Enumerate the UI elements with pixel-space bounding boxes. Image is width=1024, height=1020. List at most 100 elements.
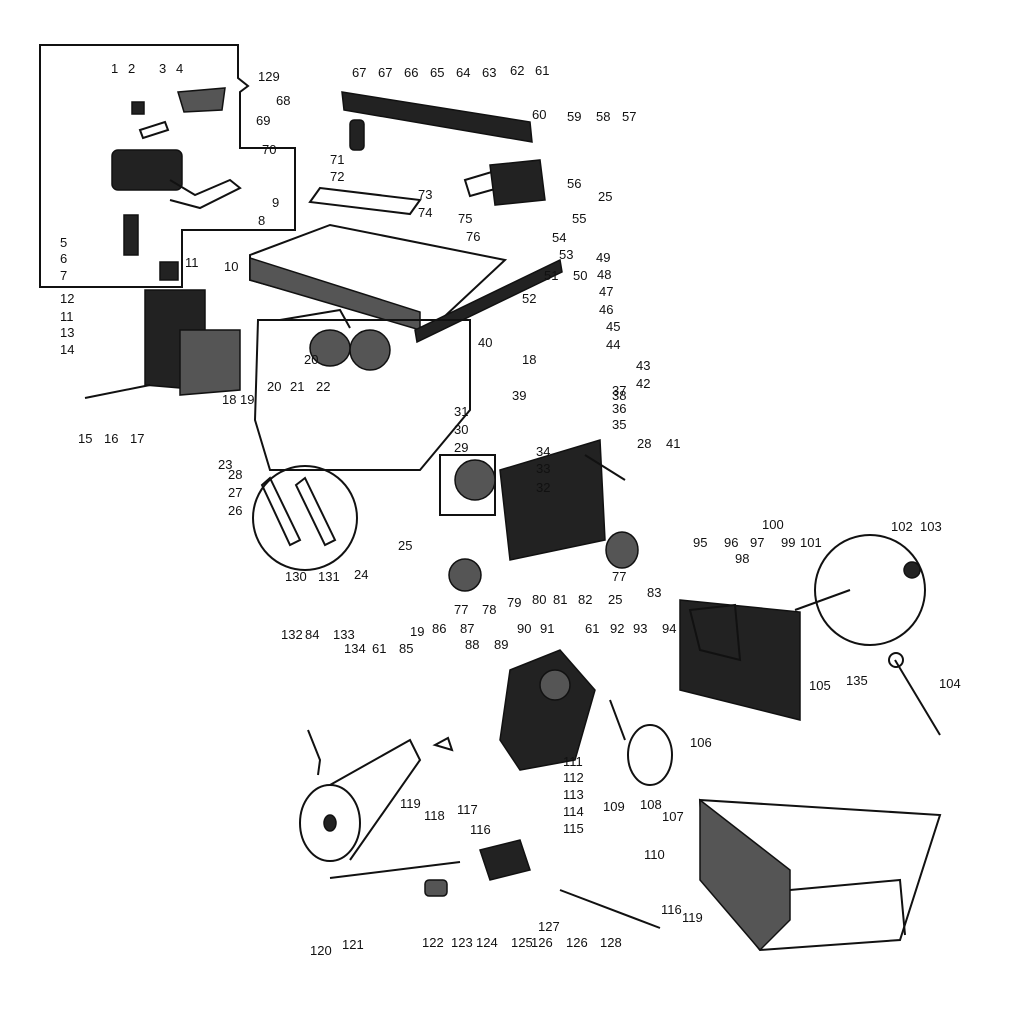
part-number-label: 135	[846, 673, 868, 688]
part-number-label: 39	[512, 388, 527, 403]
motor-mount	[499, 649, 673, 786]
part-number-label: 97	[750, 535, 765, 550]
part-number-label: 52	[522, 291, 537, 306]
base-cabinet	[253, 308, 471, 471]
part-number-label: 94	[662, 621, 677, 636]
part-number-label: 122	[422, 935, 444, 950]
part-number-label: 78	[482, 602, 497, 617]
part-number-label: 63	[482, 65, 497, 80]
part-number-label: 89	[494, 637, 509, 652]
part-number-label: 133	[333, 627, 355, 642]
part-number-label: 61	[372, 641, 387, 656]
part-number-label: 7	[60, 268, 68, 283]
part-number-label: 91	[540, 621, 555, 636]
part-number-label: 124	[476, 935, 498, 950]
part-number-label: 128	[600, 935, 622, 950]
part-number-label: 72	[330, 169, 345, 184]
part-number-label: 118	[424, 808, 445, 823]
part-number-label: 108	[640, 797, 662, 812]
part-number-label: 58	[596, 109, 611, 124]
part-number-label: 115	[563, 821, 584, 836]
part-number-label: 96	[724, 535, 739, 550]
part-number-label: 86	[432, 621, 447, 636]
part-number-label: 10	[224, 259, 239, 274]
part-number-label: 15	[78, 431, 93, 446]
part-number-label: 32	[536, 480, 551, 495]
part-number-label: 119	[400, 796, 421, 811]
part-number-label: 107	[662, 809, 684, 824]
part-number-label: 26	[228, 503, 243, 518]
part-number-label: 69	[256, 113, 271, 128]
part-number-label: 25	[598, 189, 613, 204]
part-number-label: 61	[585, 621, 600, 636]
insert-plates	[252, 465, 358, 571]
part-number-label: 2	[128, 61, 136, 76]
part-number-label: 8	[258, 213, 266, 228]
part-number-label: 20	[304, 352, 319, 367]
part-number-label: 59	[567, 109, 582, 124]
part-number-label: 85	[399, 641, 414, 656]
part-number-label: 66	[404, 65, 419, 80]
part-number-label: 20	[267, 379, 282, 394]
part-number-label: 99	[781, 535, 796, 550]
part-number-label: 16	[104, 431, 119, 446]
part-number-label: 119	[682, 910, 703, 925]
part-number-label: 25	[398, 538, 413, 553]
part-number-label: 95	[693, 535, 708, 550]
part-number-label: 3	[159, 61, 167, 76]
part-number-label: 71	[330, 152, 345, 167]
part-number-label: 54	[552, 230, 567, 245]
part-number-label: 132	[281, 627, 303, 642]
part-number-label: 90	[517, 621, 532, 636]
trunnion-assembly	[439, 439, 639, 592]
part-number-label: 65	[430, 65, 445, 80]
part-number-label: 24	[354, 567, 369, 582]
part-number-label: 87	[460, 621, 475, 636]
part-number-label: 11	[60, 309, 74, 324]
part-number-label: 21	[290, 379, 305, 394]
part-number-label: 51	[544, 268, 559, 283]
part-number-label: 114	[563, 804, 584, 819]
part-number-label: 131	[318, 569, 340, 584]
part-number-label: 126	[566, 935, 588, 950]
part-number-label: 31	[454, 404, 469, 419]
part-number-label: 25	[608, 592, 623, 607]
miter-gauge	[111, 87, 242, 281]
part-number-label: 14	[60, 342, 75, 357]
part-number-label: 101	[800, 535, 822, 550]
part-number-label: 98	[735, 551, 750, 566]
part-number-label: 130	[285, 569, 307, 584]
part-number-label: 129	[258, 69, 280, 84]
part-number-label: 120	[310, 943, 332, 958]
part-number-label: 46	[599, 302, 614, 317]
part-number-label: 102	[891, 519, 913, 534]
part-number-label: 47	[599, 284, 614, 299]
part-number-label: 44	[606, 337, 621, 352]
part-number-label: 28	[228, 467, 243, 482]
part-number-label: 76	[466, 229, 481, 244]
part-number-label: 19	[410, 624, 425, 639]
part-number-label: 29	[454, 440, 469, 455]
part-number-label: 64	[456, 65, 471, 80]
part-number-label: 30	[454, 422, 469, 437]
part-number-label: 9	[272, 195, 280, 210]
part-number-label: 111	[563, 754, 583, 769]
arbor-bracket	[679, 599, 801, 721]
part-number-label: 49	[596, 250, 611, 265]
part-number-label: 73	[418, 187, 433, 202]
part-number-label: 103	[920, 519, 942, 534]
part-number-label: 83	[647, 585, 662, 600]
part-number-label: 60	[532, 107, 547, 122]
part-number-label: 40	[478, 335, 493, 350]
part-number-label: 121	[342, 937, 364, 952]
part-number-label: 127	[538, 919, 560, 934]
part-number-label: 77	[454, 602, 469, 617]
part-number-label: 45	[606, 319, 621, 334]
part-number-label: 34	[536, 444, 551, 459]
part-number-label: 74	[418, 205, 433, 220]
part-number-label: 12	[60, 291, 75, 306]
shaft-assembly	[329, 839, 661, 929]
part-number-label: 37	[612, 383, 627, 398]
part-number-label: 53	[559, 247, 574, 262]
part-number-label: 113	[563, 787, 584, 802]
